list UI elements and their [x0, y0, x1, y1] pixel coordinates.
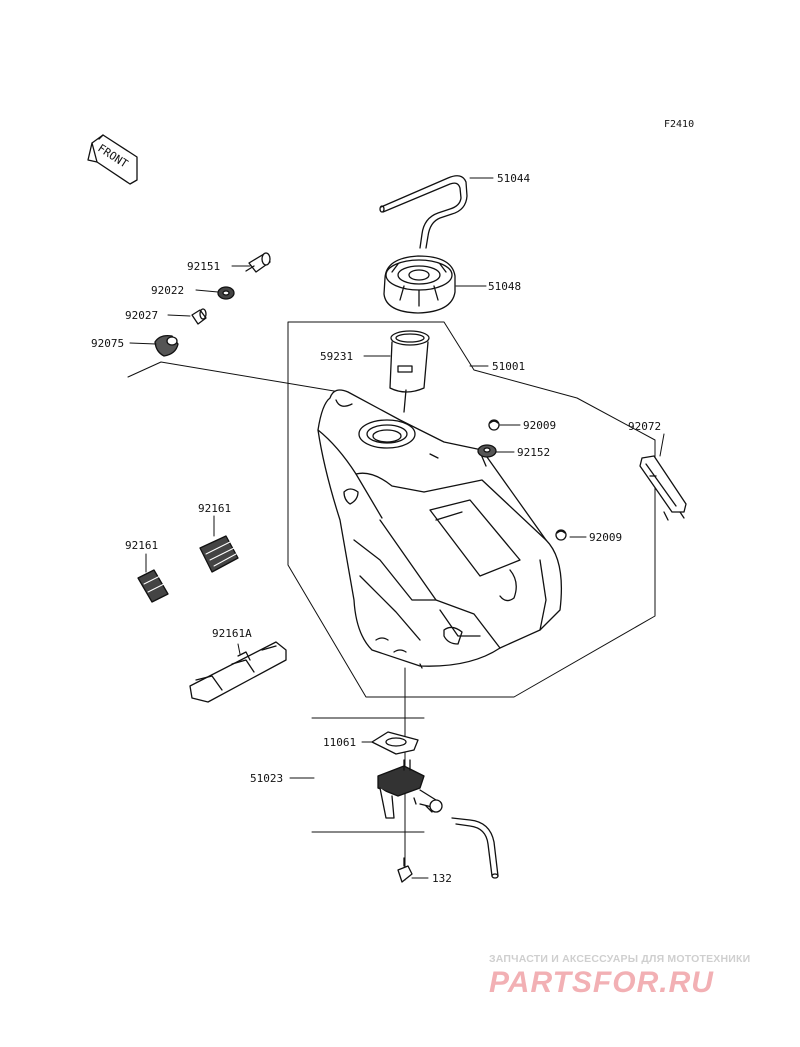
- part-label-92072[interactable]: 92072: [628, 420, 661, 433]
- breather-hose-drawing: [379, 175, 468, 249]
- front-arrow-icon: FRONT: [87, 134, 138, 185]
- watermark-logo: PARTSFOR.RU: [489, 966, 714, 999]
- bolt-92151-drawing: [245, 252, 271, 273]
- pad-92161-upper-drawing: [199, 535, 239, 573]
- grommet-92009b-drawing: [555, 529, 567, 541]
- part-label-59231[interactable]: 59231: [320, 350, 353, 363]
- figure-code: F2410: [664, 119, 695, 130]
- part-label-51044[interactable]: 51044: [497, 172, 530, 185]
- part-label-92009-upper[interactable]: 92009: [523, 419, 556, 432]
- part-label-132[interactable]: 132: [432, 872, 452, 885]
- part-label-92152[interactable]: 92152: [517, 446, 550, 459]
- part-label-11061[interactable]: 11061: [323, 736, 356, 749]
- washer-92022-drawing: [217, 286, 235, 300]
- screw-132-drawing: [397, 857, 413, 883]
- part-label-51048[interactable]: 51048: [488, 280, 521, 293]
- band-92072-drawing: [639, 455, 687, 521]
- filter-59231-drawing: [389, 330, 430, 413]
- damper-92075-drawing: [154, 334, 179, 357]
- grommet-92009a-drawing: [488, 419, 500, 431]
- part-label-92151[interactable]: 92151: [187, 260, 220, 273]
- part-label-92027[interactable]: 92027: [125, 309, 158, 322]
- part-label-92161-upper[interactable]: 92161: [198, 502, 231, 515]
- group-bracket-upper: [287, 321, 656, 698]
- damper-92152-drawing: [477, 444, 497, 458]
- part-label-51023[interactable]: 51023: [250, 772, 283, 785]
- pad-92161-lower-drawing: [137, 569, 169, 603]
- gasket-11061-drawing: [371, 731, 419, 755]
- leader-lines: [129, 177, 665, 879]
- part-label-51001[interactable]: 51001: [492, 360, 525, 373]
- watermark-subtitle: ЗАПЧАСТИ И АКСЕССУАРЫ ДЛЯ МОТОТЕХНИКИ: [489, 953, 751, 965]
- part-label-92022[interactable]: 92022: [151, 284, 184, 297]
- fuel-cap-drawing: [383, 255, 456, 314]
- group-bracket-left: [127, 361, 341, 393]
- fuel-tank-drawing: [317, 389, 563, 669]
- part-label-92075[interactable]: 92075: [91, 337, 124, 350]
- part-label-92009-lower[interactable]: 92009: [589, 531, 622, 544]
- collar-92027-drawing: [191, 308, 207, 325]
- part-label-92161-lower[interactable]: 92161: [125, 539, 158, 552]
- part-label-92161A[interactable]: 92161A: [212, 627, 252, 640]
- pad-92161A-drawing: [189, 641, 287, 703]
- fuel-cock-51023-drawing: [377, 759, 499, 879]
